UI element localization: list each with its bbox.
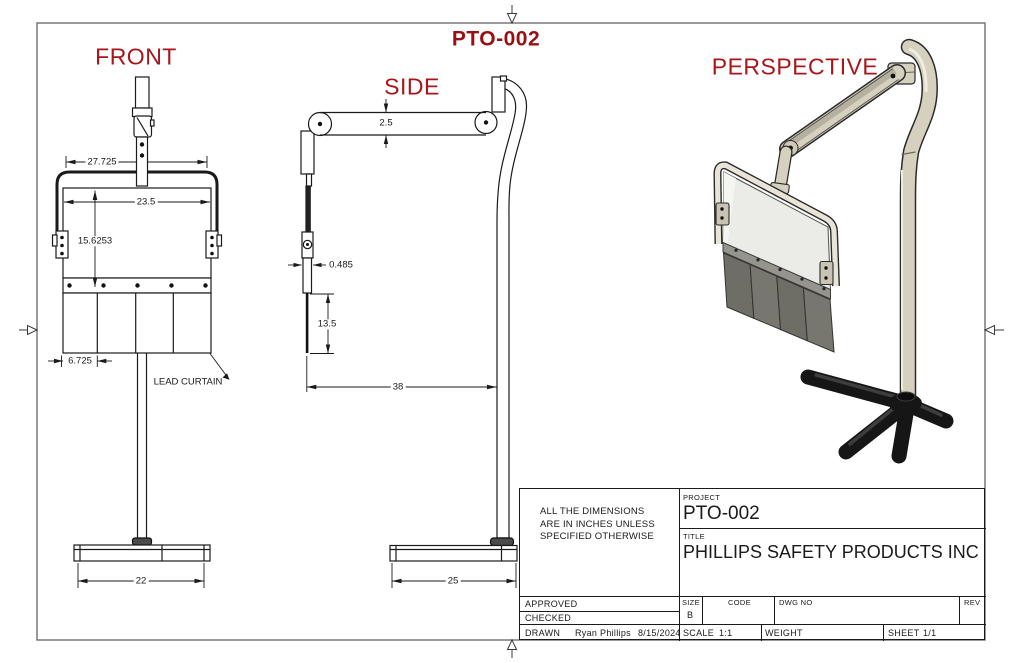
- perspective-view-drawing: [713, 38, 954, 464]
- rev-label: REV: [964, 598, 981, 607]
- sheet-border: [36, 22, 986, 641]
- dim-side-curtain-drop: 13.5: [315, 318, 339, 330]
- size-label: SIZE: [682, 598, 700, 607]
- checked-label: CHECKED: [525, 613, 572, 623]
- perspective-base: [800, 369, 954, 464]
- dim-front-base-width: 22: [133, 575, 149, 587]
- center-mark-right: [983, 324, 1004, 336]
- drawn-label: DRAWN: [525, 628, 561, 638]
- note-line-1: ALL THE DIMENSIONS: [540, 506, 645, 517]
- drawn-date: 8/15/2024: [638, 628, 681, 638]
- perspective-view-label: PERSPECTIVE: [711, 53, 879, 80]
- title-block: ALL THE DIMENSIONS ARE IN INCHES UNLESS …: [519, 488, 986, 641]
- dim-side-panel-thickness: 0.485: [329, 259, 353, 271]
- title-label: TITLE: [683, 532, 705, 541]
- scale-label: SCALE: [683, 628, 715, 638]
- dimension-note: ALL THE DIMENSIONS ARE IN INCHES UNLESS …: [540, 506, 655, 544]
- title-value: PHILLIPS SAFETY PRODUCTS INC: [683, 542, 979, 562]
- dim-front-panel-height: 15.6253: [75, 235, 115, 247]
- scale-value: 1:1: [719, 628, 733, 638]
- side-dim-arrows: [293, 103, 516, 584]
- front-dim-arrows: [54, 159, 230, 584]
- code-label: CODE: [728, 598, 751, 607]
- center-marks: [19, 5, 1004, 658]
- lead-curtain-callout: LEAD CURTAIN: [153, 376, 223, 388]
- approved-label: APPROVED: [525, 599, 578, 609]
- dwg-no-label: DWG NO: [779, 598, 813, 607]
- weight-label: WEIGHT: [765, 628, 803, 638]
- note-line-3: SPECIFIED OTHERWISE: [540, 531, 654, 542]
- dim-side-arm-thickness: 2.5: [377, 117, 395, 129]
- sheet-value: 1/1: [923, 628, 937, 638]
- center-mark-bottom: [506, 638, 518, 658]
- center-mark-left: [19, 324, 39, 336]
- dim-front-panel-width: 23.5: [134, 196, 158, 208]
- front-view-drawing: [48, 76, 230, 588]
- dim-front-strip-width: 6.725: [68, 355, 92, 367]
- dim-front-outer-width: 27.725: [85, 156, 119, 168]
- project-value: PTO-002: [683, 503, 760, 524]
- center-mark-top: [506, 5, 518, 25]
- project-label: PROJECT: [683, 493, 721, 502]
- side-view-label: SIDE: [384, 73, 440, 100]
- drawing-number-title: PTO-002: [451, 27, 541, 51]
- front-view-label: FRONT: [95, 43, 177, 70]
- size-value: B: [687, 610, 694, 620]
- note-line-2: ARE IN INCHES UNLESS: [540, 518, 655, 530]
- dim-side-base-depth: 25: [445, 575, 461, 587]
- drawn-by: Ryan Phillips: [575, 628, 631, 638]
- side-view-drawing: [288, 75, 528, 588]
- sheet-label: SHEET: [888, 628, 920, 638]
- dim-side-reach: 38: [390, 381, 406, 393]
